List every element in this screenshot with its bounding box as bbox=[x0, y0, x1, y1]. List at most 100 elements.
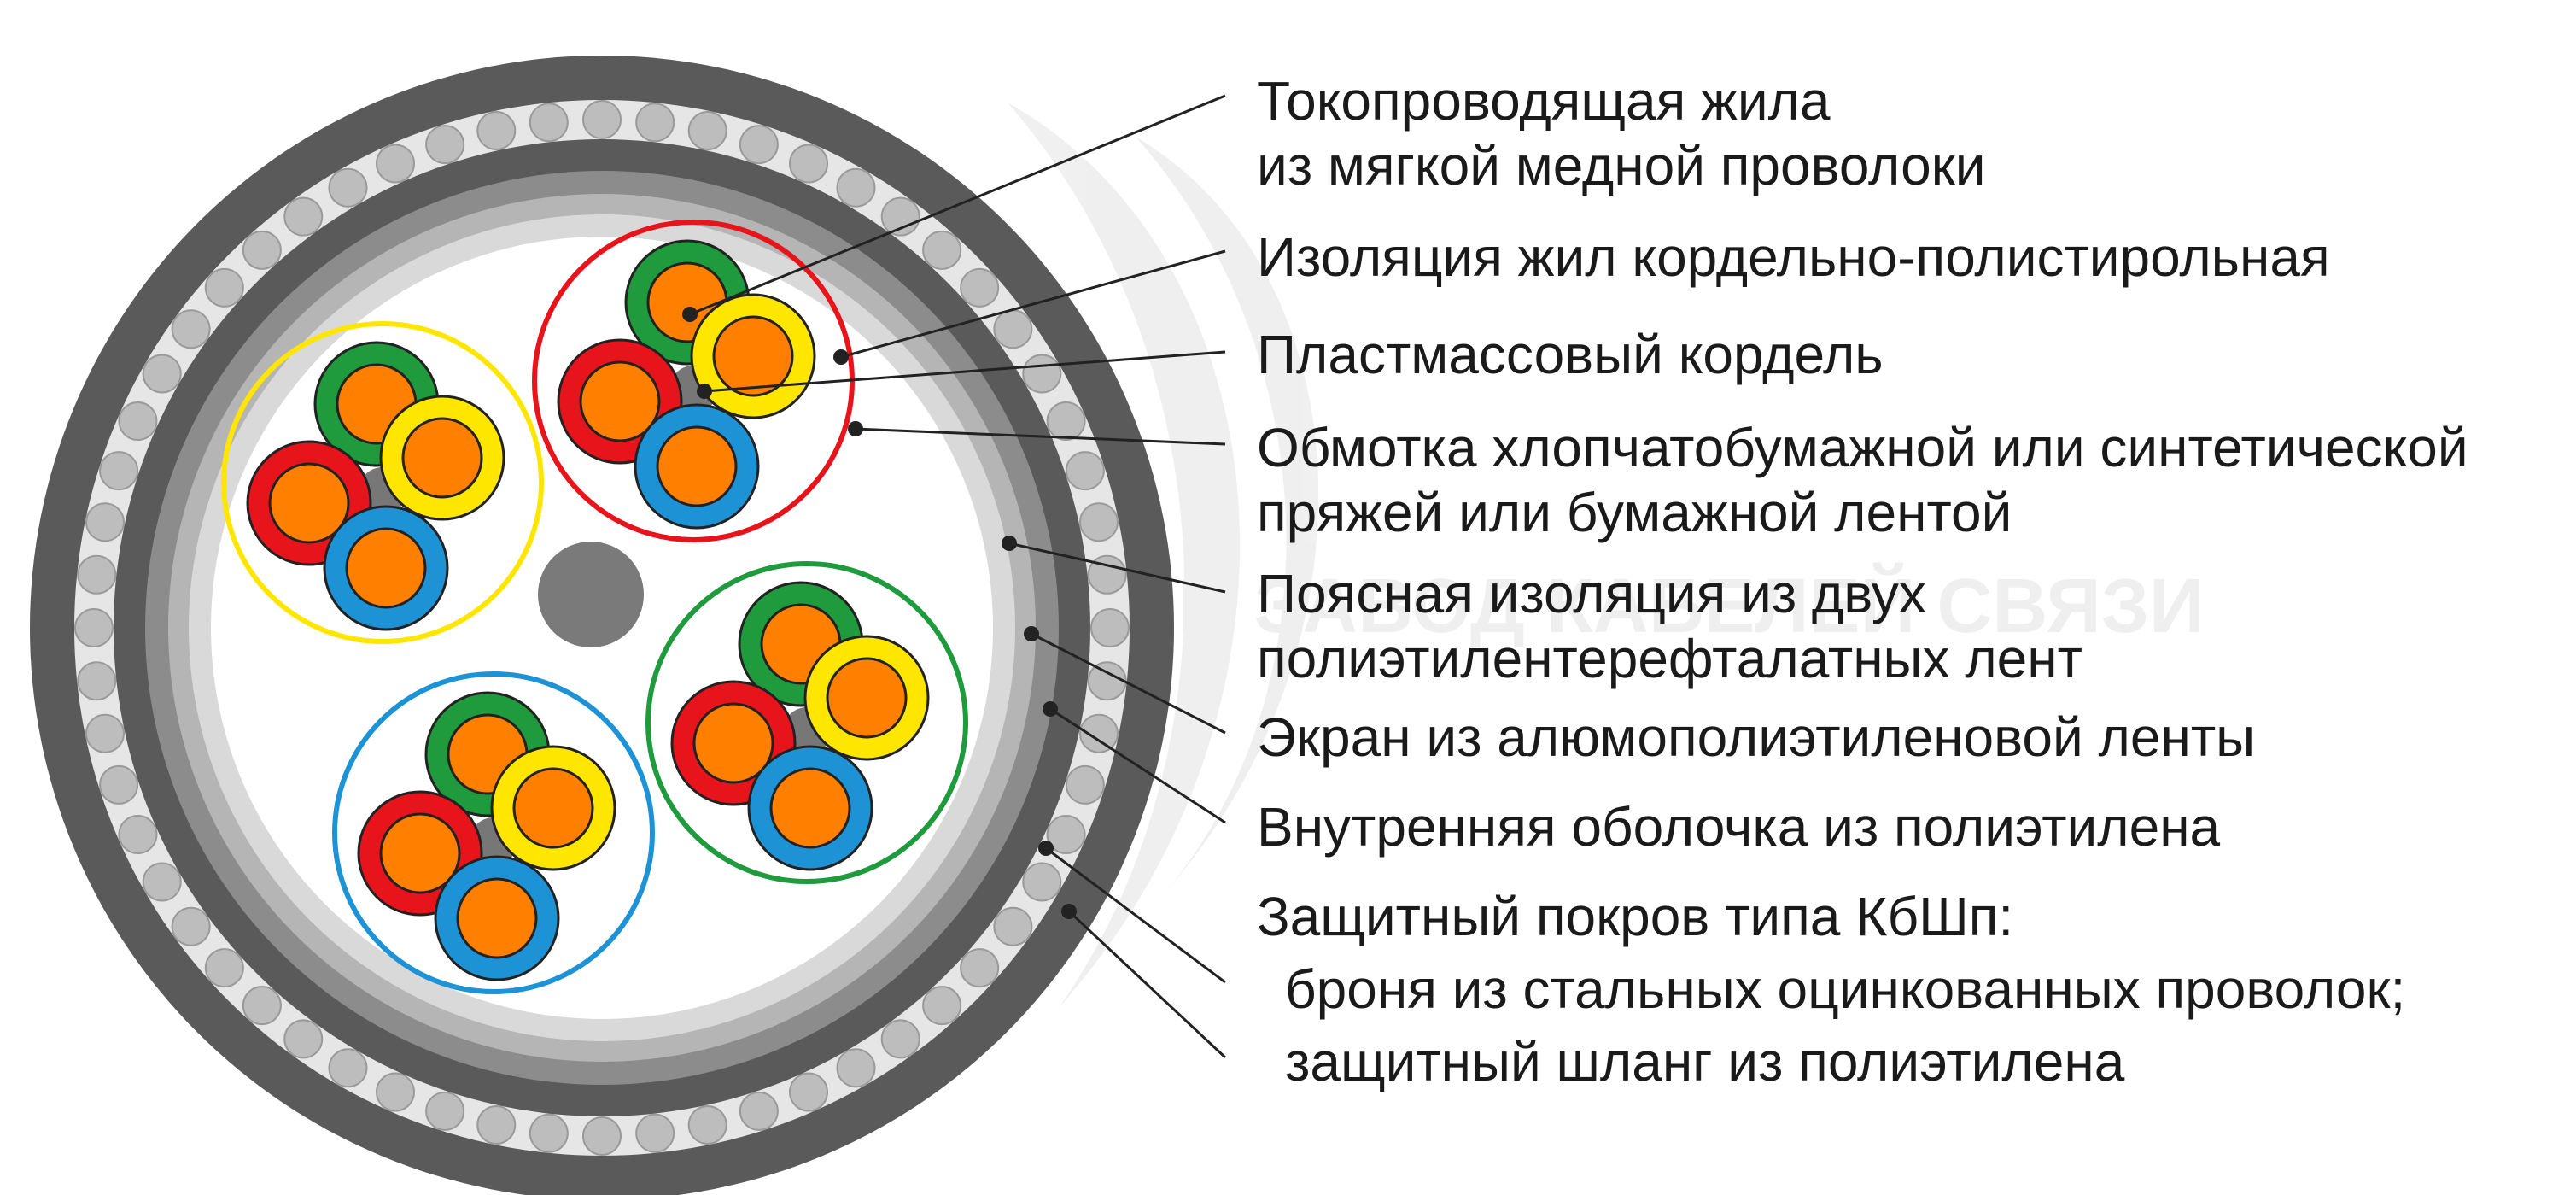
armor-wire bbox=[582, 100, 622, 139]
armor-wire bbox=[1065, 451, 1105, 491]
armor-wire bbox=[922, 986, 962, 1026]
armor-wire bbox=[739, 125, 779, 165]
leader-belt bbox=[1008, 542, 1226, 594]
armor-wire bbox=[960, 948, 1000, 988]
armor-wire bbox=[880, 1019, 920, 1059]
label-conductor-line1: Токопроводящая жила bbox=[1257, 70, 1831, 132]
armor-wire bbox=[74, 608, 114, 647]
core-quad bbox=[645, 561, 968, 884]
armor-wire bbox=[85, 502, 126, 542]
armor-wire bbox=[1022, 354, 1062, 394]
armor-wire bbox=[99, 764, 139, 805]
armor-wire bbox=[880, 196, 920, 237]
copper-conductor bbox=[692, 702, 774, 784]
leader-insulation bbox=[840, 249, 1226, 359]
armor-wire bbox=[171, 309, 211, 349]
armor-wire bbox=[204, 267, 244, 308]
copper-conductor bbox=[512, 767, 594, 849]
leader-screen bbox=[1031, 632, 1226, 735]
leader-lines bbox=[689, 94, 1227, 1059]
leader-dots bbox=[682, 307, 1077, 919]
armor-wire bbox=[425, 125, 465, 165]
copper-conductor bbox=[268, 462, 350, 544]
armor-wire bbox=[77, 554, 117, 595]
label-screen: Экран из алюмополиэтиленовой ленты bbox=[1257, 706, 2256, 768]
armor-wire bbox=[1065, 764, 1105, 805]
label-insulation: Изоляция жил кордельно-полистирольная bbox=[1257, 226, 2330, 288]
central-filler bbox=[538, 542, 644, 647]
label-belt-line2: полиэтилентерефталатных лент bbox=[1257, 628, 2082, 689]
armor-wire bbox=[529, 1113, 569, 1153]
label-cover-armor: броня из стальных оцинкованных проволок; bbox=[1285, 958, 2406, 1020]
armor-wire bbox=[922, 230, 962, 270]
armor-wire bbox=[242, 986, 282, 1026]
armor-wire bbox=[687, 111, 727, 151]
leader-wrapping bbox=[855, 427, 1226, 446]
core-quads bbox=[221, 220, 968, 994]
armor-wire bbox=[328, 167, 368, 208]
copper-conductor bbox=[656, 425, 738, 507]
armor-wire bbox=[739, 1091, 779, 1131]
armor-wire bbox=[375, 144, 415, 184]
armor-wire bbox=[960, 267, 1000, 308]
armor-wire bbox=[283, 196, 324, 237]
core-quad bbox=[221, 321, 544, 644]
quad-wrapping bbox=[332, 671, 655, 994]
copper-conductor bbox=[712, 315, 794, 397]
armor-wire bbox=[789, 1072, 829, 1112]
armor-wire bbox=[635, 103, 675, 143]
armor-wire bbox=[1090, 608, 1130, 647]
armor-wire bbox=[242, 230, 282, 270]
armor-wire bbox=[1046, 401, 1086, 441]
cable-body bbox=[30, 56, 1174, 1195]
label-belt: Поясная изоляция из двух полиэтилентереф… bbox=[1257, 561, 2082, 691]
quad-wrapping bbox=[221, 321, 544, 644]
leader-armor bbox=[1045, 846, 1226, 984]
armor-wire bbox=[476, 111, 517, 151]
armor-wire bbox=[635, 1113, 675, 1153]
armor-wire bbox=[118, 815, 158, 855]
label-inner-sheath: Внутренняя оболочка из полиэтилена bbox=[1257, 796, 2221, 858]
label-wrapping-line2: пряжей или бумажной лентой bbox=[1257, 482, 2012, 543]
armor-wire bbox=[99, 451, 139, 491]
armor-wire bbox=[1046, 815, 1086, 855]
label-cover-hose: защитный шланг из полиэтилена bbox=[1285, 1031, 2125, 1092]
leader-conductor bbox=[689, 94, 1226, 316]
armor-wire bbox=[171, 906, 211, 946]
core-quad bbox=[332, 671, 655, 994]
armor-wire bbox=[993, 906, 1033, 946]
armor-wire bbox=[85, 713, 126, 753]
label-wrapping: Обмотка хлопчатобумажной или синтетическ… bbox=[1257, 415, 2468, 545]
quad-wrapping bbox=[645, 561, 968, 884]
label-cover-title: Защитный покров типа КбШп: bbox=[1257, 886, 2014, 947]
leader-cordel bbox=[704, 350, 1226, 393]
armor-wire bbox=[1022, 862, 1062, 902]
armor-wire bbox=[142, 862, 182, 902]
armor-wire bbox=[476, 1104, 517, 1145]
armor-wire bbox=[836, 167, 876, 208]
copper-conductor bbox=[401, 417, 483, 499]
copper-conductor bbox=[379, 812, 461, 894]
copper-conductor bbox=[826, 657, 908, 739]
armor-wire bbox=[77, 661, 117, 701]
label-cordel: Пластмассовый кордель bbox=[1257, 324, 1884, 385]
armor-wire bbox=[529, 103, 569, 143]
armor-wire bbox=[142, 354, 182, 394]
leader-hose bbox=[1067, 910, 1227, 1059]
copper-conductor bbox=[345, 527, 427, 609]
armor-wire bbox=[204, 948, 244, 988]
label-conductor: Токопроводящая жила из мягкой медной про… bbox=[1257, 68, 1985, 198]
armor-wire bbox=[283, 1019, 324, 1059]
label-wrapping-line1: Обмотка хлопчатобумажной или синтетическ… bbox=[1257, 417, 2468, 478]
armor-wire bbox=[1078, 713, 1119, 753]
armor-wire bbox=[582, 1116, 622, 1156]
armor-wires bbox=[74, 100, 1130, 1156]
label-belt-line1: Поясная изоляция из двух bbox=[1257, 563, 1926, 624]
armor-wire bbox=[328, 1048, 368, 1088]
copper-conductor bbox=[456, 877, 538, 959]
leader-inner-sheath bbox=[1049, 707, 1226, 824]
armor-wire bbox=[1078, 502, 1119, 542]
armor-wire bbox=[1087, 661, 1127, 701]
armor-wire bbox=[993, 309, 1033, 349]
